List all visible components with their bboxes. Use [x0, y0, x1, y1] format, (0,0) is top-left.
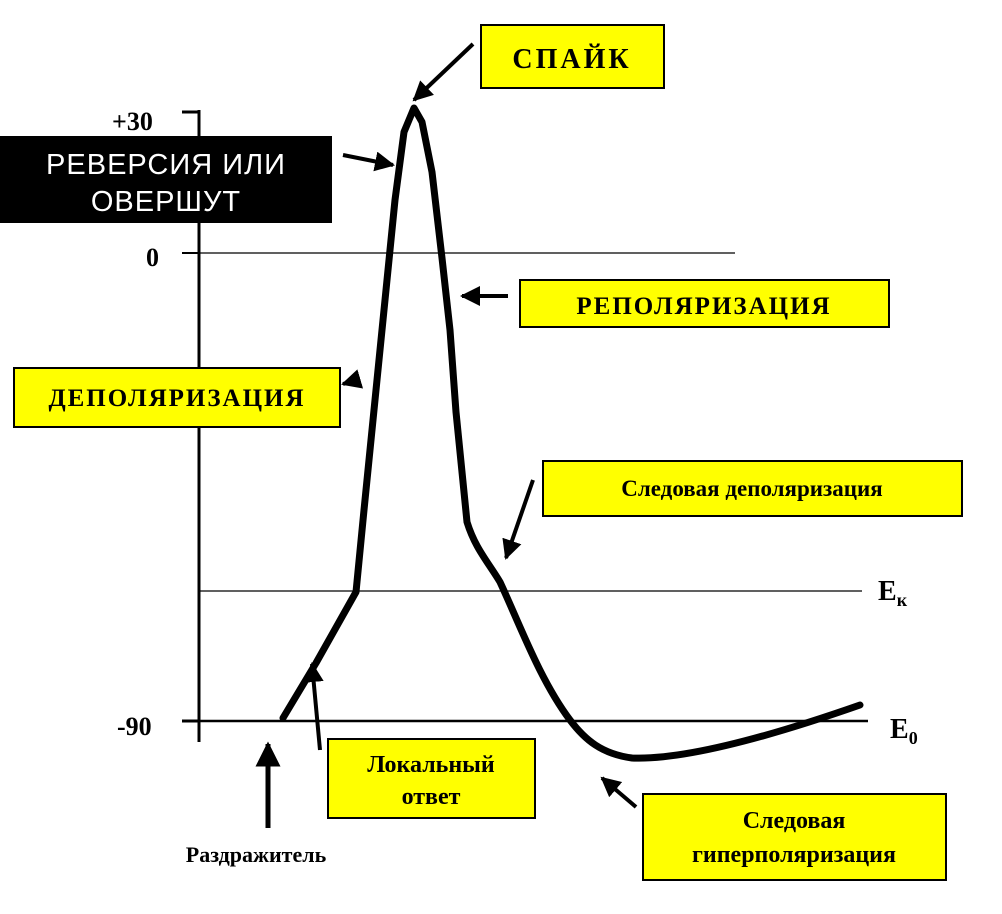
- local-response-label-box: [327, 738, 536, 819]
- trace-hyperpolarization-label-box: [642, 793, 947, 881]
- repolarization-label: РЕПОЛЯРИЗАЦИЯ: [576, 293, 831, 320]
- trace-depolarization-arrow: [502, 479, 535, 560]
- trace-hyperpolarization-arrow: [600, 776, 638, 809]
- reversion-arrow: [342, 151, 395, 172]
- e0-label: E0: [890, 714, 918, 748]
- ek-label: Eк: [878, 576, 908, 610]
- spike-label: СПАЙК: [512, 44, 631, 75]
- action-potential-curve: [279, 104, 864, 762]
- trace-depolarization-label: Следовая деполяризация: [621, 476, 882, 501]
- spike-arrow: [412, 42, 475, 102]
- spike-label-box: [480, 24, 665, 89]
- local-response-arrow: [303, 662, 324, 751]
- depolarization-label: ДЕПОЛЯРИЗАЦИЯ: [48, 385, 305, 412]
- stimulus-label: Раздражитель: [186, 842, 327, 867]
- local-response-label-line2: ответ: [402, 784, 461, 810]
- local-response-label-line1: Локальный: [367, 752, 495, 778]
- trace-depolarization-label-box: [542, 460, 963, 517]
- trace-hyperpolarization-label-line2: гиперполяризация: [692, 842, 896, 868]
- tick-label-plus30: +30: [112, 107, 153, 136]
- tick-label-zero: 0: [146, 243, 159, 272]
- reversion-label-line2: ОВЕРШУТ: [91, 186, 241, 218]
- depolarization-label-box: [13, 367, 341, 428]
- tick-label-minus90: -90: [117, 712, 152, 741]
- reversion-label-line1: РЕВЕРСИЯ ИЛИ: [46, 149, 286, 181]
- trace-hyperpolarization-label-line1: Следовая: [743, 808, 846, 834]
- reversion-label-box: [0, 136, 332, 223]
- depolarization-arrow: [341, 369, 364, 389]
- repolarization-label-box: [519, 279, 890, 328]
